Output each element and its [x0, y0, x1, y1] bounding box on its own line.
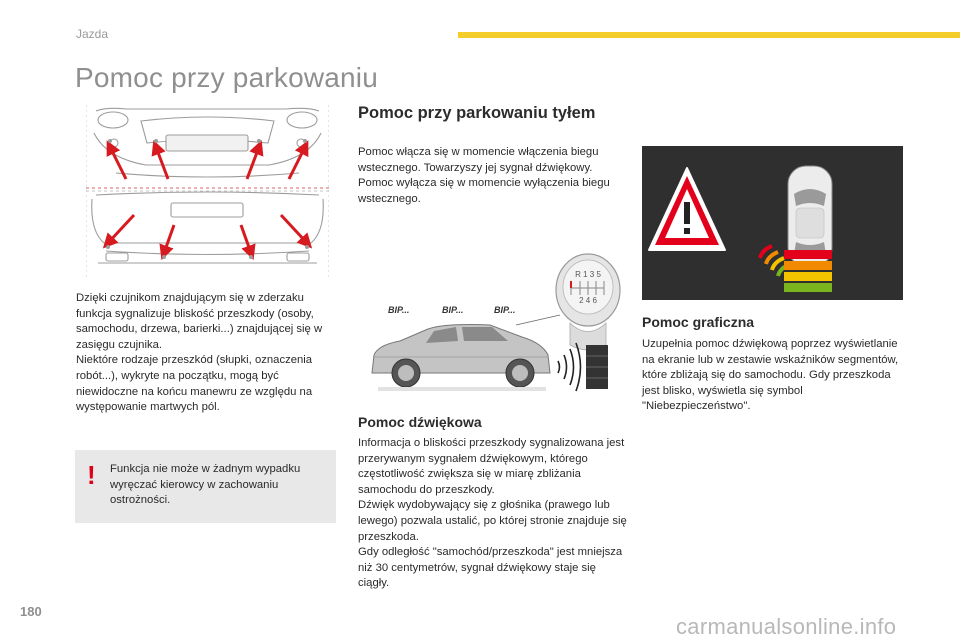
bumper-sensors-illustration — [86, 103, 329, 280]
graphic-assist-text: Uzupełnia pomoc dźwiękową poprzez wyświe… — [642, 338, 899, 413]
sensor-arrow — [102, 213, 136, 249]
header-accent-bar — [458, 32, 960, 38]
graphic-assist-heading: Pomoc graficzna — [642, 314, 755, 330]
beep-label: BIP... — [442, 305, 463, 315]
distance-segments — [758, 244, 832, 292]
warning-text: Funkcja nie może w żadnym wypadku wyręcz… — [110, 463, 301, 507]
intro-paragraph: Dzięki czujnikom znajdującym się w zderz… — [76, 292, 323, 414]
warning-icon: ! — [87, 460, 96, 490]
sound-assist-text: Informacja o bliskości przeszkody sygnal… — [358, 437, 627, 590]
page-number: 180 — [20, 604, 42, 619]
sensor-arrow — [106, 140, 128, 180]
section-label: Jazda — [76, 27, 109, 41]
danger-warning-icon — [648, 167, 726, 251]
warning-box — [75, 450, 336, 523]
sensor-arrow — [151, 139, 170, 180]
beep-label: BIP... — [494, 305, 515, 315]
sensor-arrow — [279, 213, 313, 249]
rear-parking-text: Pomoc włącza się w momencie włączenia bi… — [358, 146, 610, 205]
car-side-drawing — [371, 324, 551, 391]
gear-pattern-top: R 1 3 5 — [575, 270, 601, 279]
sensor-arrow — [159, 224, 176, 261]
sensor-arrow — [245, 139, 264, 180]
watermark: carmanualsonline.info — [676, 614, 897, 639]
gear-knob-drawing: R 1 3 5 2 4 6 — [515, 253, 621, 351]
car-top-view — [787, 165, 833, 267]
sound-assist-heading: Pomoc dźwiękowa — [358, 414, 482, 430]
sound-waves — [557, 342, 582, 392]
page-title: Pomoc przy parkowaniu — [75, 62, 378, 93]
sensor-arrow — [239, 224, 256, 261]
reverse-gear-illustration: BIP... BIP... BIP... R 1 3 5 2 4 6 — [371, 253, 621, 392]
sensor-arrow — [287, 140, 309, 180]
gear-pattern-bottom: 2 4 6 — [579, 296, 597, 305]
parking-screen-illustration — [642, 146, 903, 300]
beep-label: BIP... — [388, 305, 409, 315]
rear-bumper-drawing — [91, 191, 324, 264]
rear-parking-heading: Pomoc przy parkowaniu tyłem — [358, 104, 596, 122]
